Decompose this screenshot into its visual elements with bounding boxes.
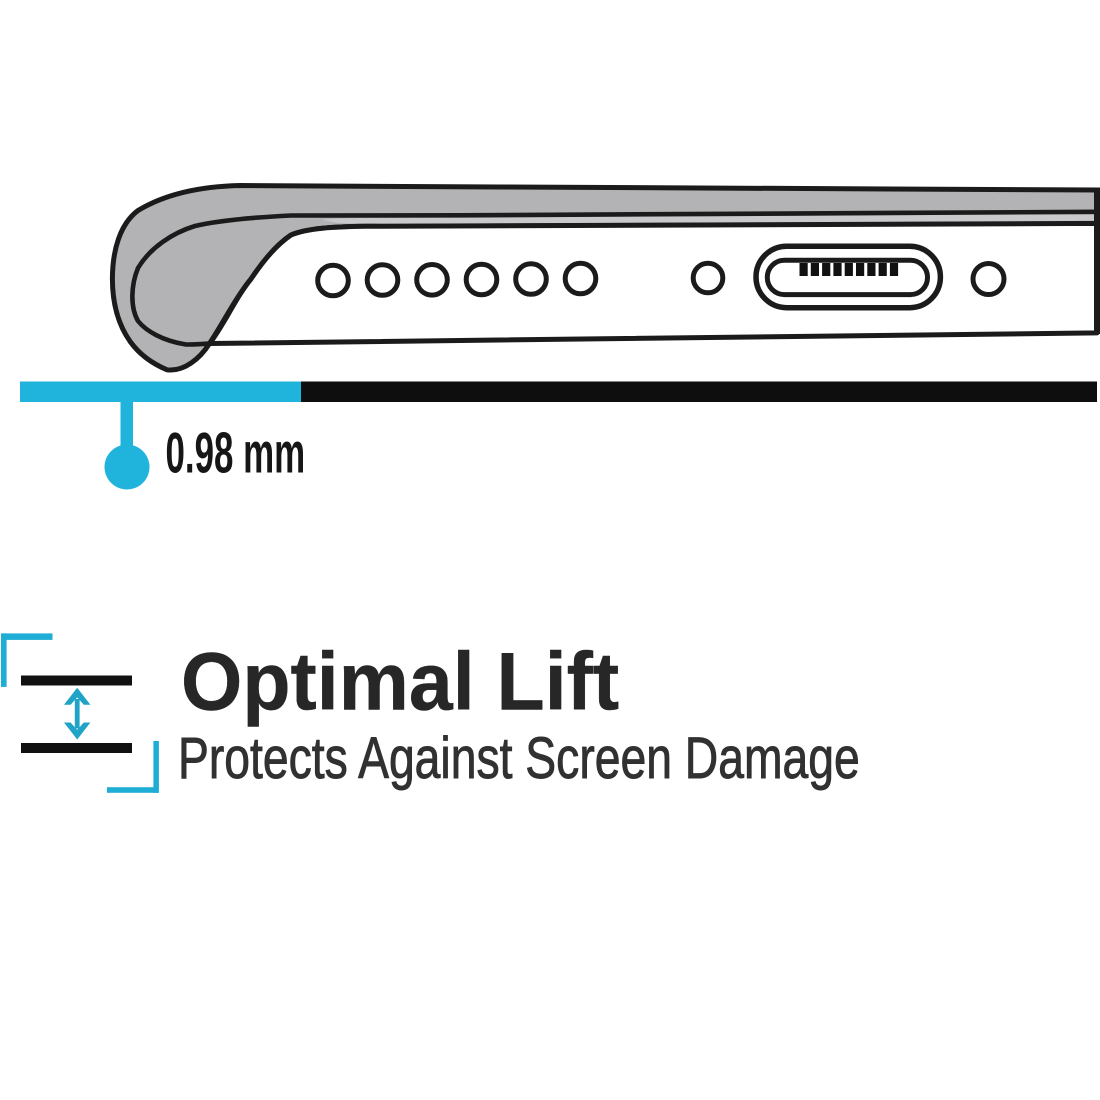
- svg-text:Optimal Lift: Optimal Lift: [181, 635, 619, 726]
- svg-text:Protects Against Screen Damage: Protects Against Screen Damage: [178, 727, 860, 791]
- svg-text:0.98 mm: 0.98 mm: [166, 422, 306, 486]
